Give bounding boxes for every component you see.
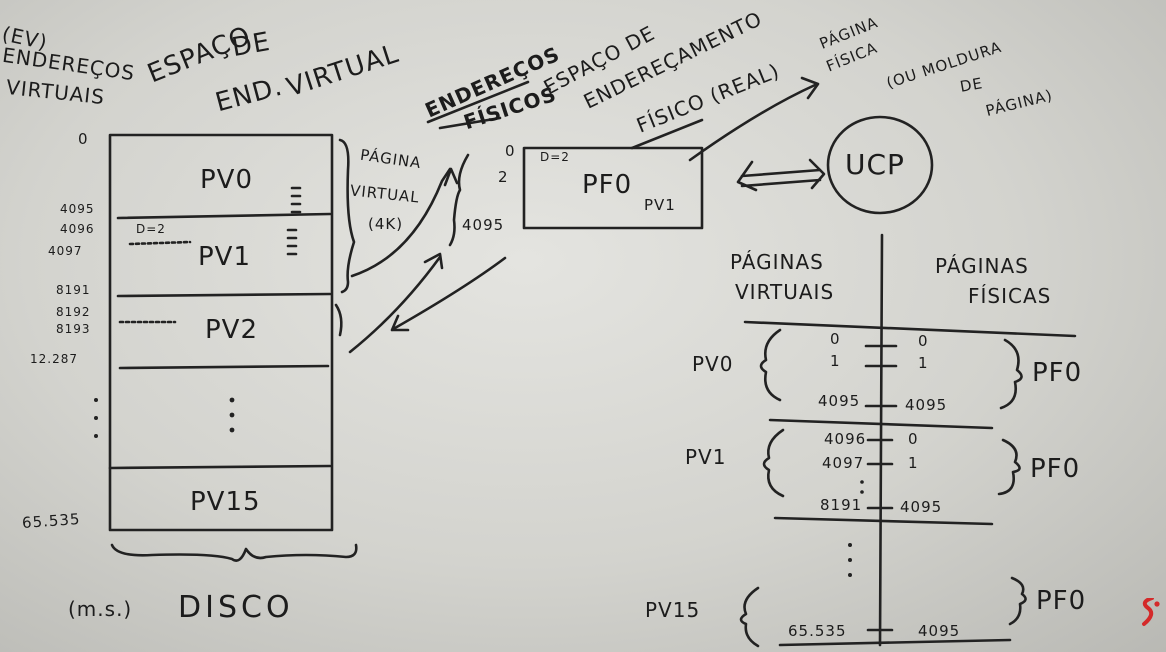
left-offset-note: D=2 [136,222,166,236]
row-pv1-left-1: 4097 [822,454,865,472]
frame-sub-pv1: PV1 [644,196,676,214]
page-note-3: (4K) [368,215,404,233]
row-pv0-left-1: 1 [830,352,841,370]
row-pv1-right-0: 0 [908,430,919,448]
page-pv0: PV0 [200,165,254,195]
table-header-right-2: FÍSICAS [968,284,1052,308]
page-pv15: PV15 [190,487,261,517]
page-pv2: PV2 [205,315,259,345]
row-pv0-left-0: 0 [830,330,841,348]
page-pv1: PV1 [198,242,252,272]
ev-zero: 0 [78,130,89,148]
addr-8192: 8192 [56,305,91,319]
frame-label-pf0: PF0 [582,170,633,200]
addr-4096: 4096 [60,222,95,236]
row-pv1-label: PV1 [685,445,727,469]
ucp-label: UCP [845,148,905,181]
row-pv1-left-0: 4096 [824,430,867,448]
channel-logo-icon [1142,598,1160,626]
physical-frame [522,146,704,230]
row-pv0-label: PV0 [692,352,734,376]
table-header-left-2: VIRTUAIS [735,280,835,304]
addr-8193: 8193 [56,322,91,336]
addr-8191: 8191 [56,283,91,297]
row-pv0-left-2: 4095 [818,392,861,410]
row-pv0-right-0: 0 [918,332,929,350]
disk-title: DISCO [178,590,294,625]
row-pv1-right-2: 4095 [900,498,943,516]
phys-addr-2: 2 [498,168,509,186]
disk-label: (m.s.) [68,597,133,621]
addr-4095: 4095 [60,202,95,216]
row-pv15-pf: PF0 [1036,586,1087,616]
table-header-left-1: PÁGINAS [730,250,824,274]
row-pv1-pf: PF0 [1030,454,1081,484]
addr-4097: 4097 [48,244,83,258]
row-pv0-pf: PF0 [1032,358,1083,388]
row-pv15-label: PV15 [645,598,701,622]
row-pv1-right-1: 1 [908,454,919,472]
row-pv1-left-2: 8191 [820,496,863,514]
row-pv0-right-2: 4095 [905,396,948,414]
phys-addr-4095: 4095 [462,216,505,234]
row-pv15-left-0: 65.535 [788,622,847,640]
row-pv15-right-0: 4095 [918,622,961,640]
row-pv0-right-1: 1 [918,354,929,372]
ucp-circle [826,115,934,215]
phys-offset-note: D=2 [540,150,570,164]
addr-12287: 12.287 [30,352,78,366]
table-header-right-1: PÁGINAS [935,254,1029,278]
virtual-space-column [108,133,334,532]
phys-addr-0: 0 [505,142,516,160]
